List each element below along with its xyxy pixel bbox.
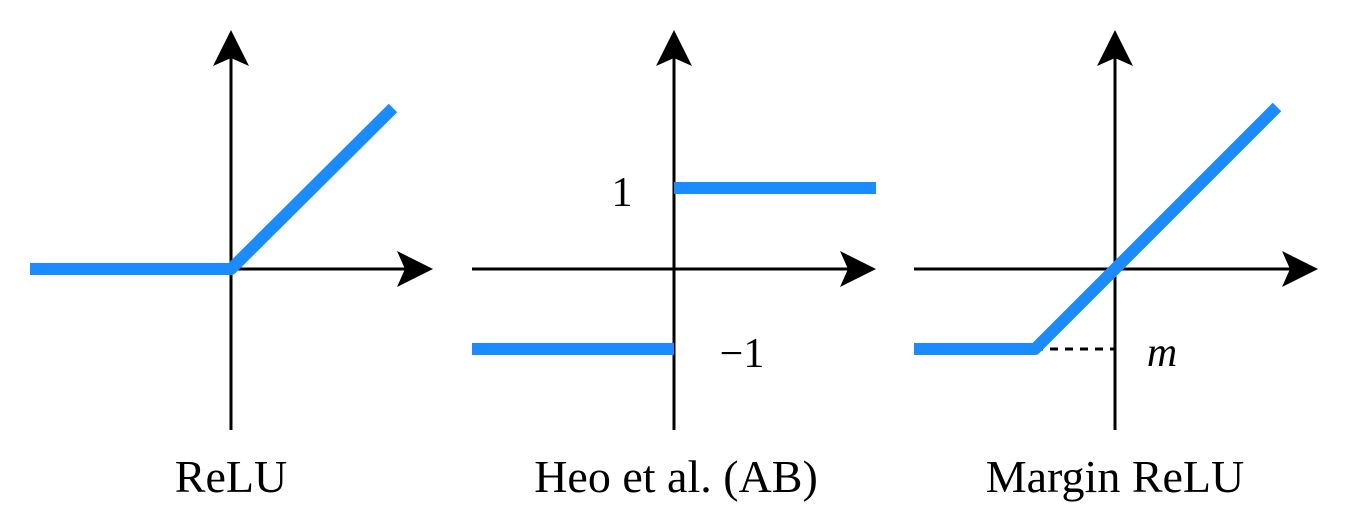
- margin-label: m: [1147, 330, 1177, 376]
- heo-caption: Heo et al. (AB): [534, 451, 818, 502]
- panel-relu: ReLU: [30, 30, 433, 502]
- relu-y-arrowhead: [213, 30, 249, 66]
- relu-caption: ReLU: [175, 451, 287, 502]
- margin-x-arrowhead: [1282, 251, 1318, 287]
- relu-x-arrowhead: [397, 251, 433, 287]
- relu-curve: [30, 103, 398, 275]
- panel-margin-relu: m Margin ReLU: [914, 30, 1318, 502]
- margin-y-arrowhead: [1097, 30, 1133, 66]
- heo-y-arrowhead: [656, 30, 692, 66]
- margin-relu-caption: Margin ReLU: [986, 451, 1245, 502]
- margin-relu-curve: [914, 102, 1282, 355]
- panel-heo-ab: 1 −1 Heo et al. (AB): [472, 30, 876, 502]
- heo-x-arrowhead: [840, 251, 876, 287]
- heo-lower-label: −1: [720, 331, 765, 377]
- heo-upper-label: 1: [612, 170, 633, 216]
